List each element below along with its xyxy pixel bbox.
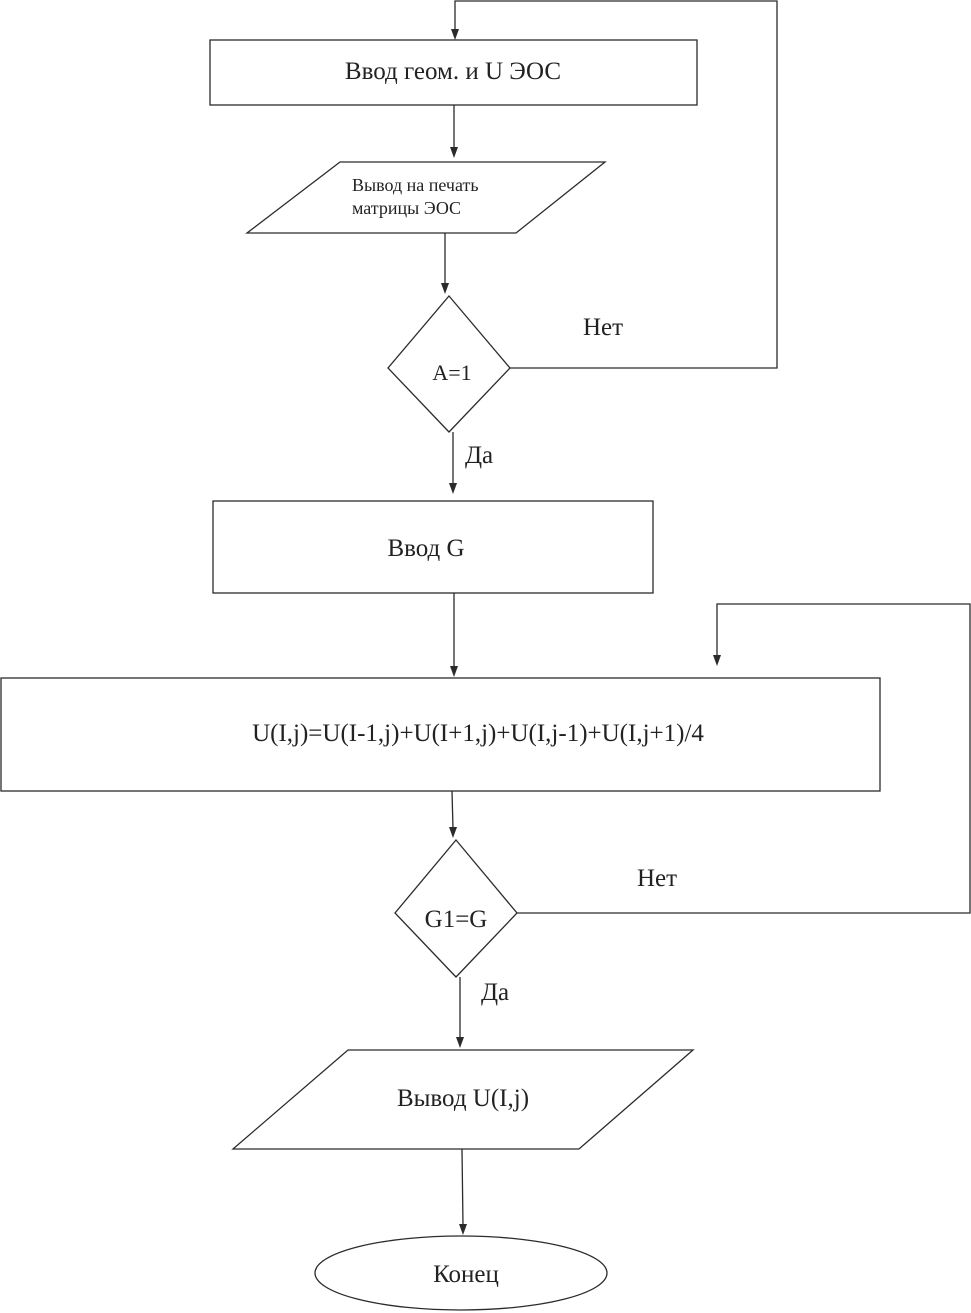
node-print-matrix: Вывод на печать матрицы ЭОС bbox=[245, 161, 607, 234]
node-label: Ввод геом. и U ЭОС bbox=[345, 58, 561, 85]
arrowhead-input-g bbox=[449, 483, 457, 494]
arrowhead-input-geom bbox=[451, 29, 459, 40]
node-label: Вывод U(I,j) bbox=[397, 1085, 529, 1112]
arrowhead-compute-u bbox=[450, 666, 458, 677]
terminator-ellipse bbox=[314, 1235, 608, 1311]
node-label: Ввод G bbox=[387, 535, 464, 562]
process-box bbox=[0, 677, 881, 792]
node-label: G1=G bbox=[425, 906, 488, 933]
edge-label-a-yes: Да bbox=[465, 442, 493, 469]
arrowhead-print-matrix bbox=[450, 147, 458, 158]
edge-compute-to-decision-g bbox=[451, 790, 454, 830]
connectors bbox=[441, 0, 971, 1235]
node-label: A=1 bbox=[432, 360, 471, 385]
arrowhead-decision-g bbox=[449, 827, 457, 838]
node-output-u: Вывод U(I,j) bbox=[231, 1049, 695, 1150]
arrowhead-end bbox=[459, 1224, 467, 1235]
edge-label-a-no: Нет bbox=[583, 314, 623, 341]
node-label-line-1: Вывод на печать bbox=[352, 175, 479, 195]
edge-g-no-loop bbox=[517, 603, 971, 914]
edge-label-g-no: Нет bbox=[637, 865, 677, 892]
node-label: Конец bbox=[433, 1261, 499, 1288]
node-decision-g: G1=G bbox=[394, 838, 518, 978]
arrowhead-output-u bbox=[456, 1037, 464, 1048]
process-box bbox=[209, 39, 698, 106]
edge-output-to-end bbox=[461, 1148, 464, 1227]
decision-diamond bbox=[387, 294, 511, 433]
decision-diamond bbox=[394, 838, 518, 978]
edge-a-no-loop bbox=[454, 0, 778, 369]
process-box bbox=[212, 500, 654, 594]
node-input-geom: Ввод геом. и U ЭОС bbox=[209, 39, 698, 106]
node-input-g: Ввод G bbox=[212, 500, 654, 594]
node-compute-u: U(I,j)=U(I-1,j)+U(I+1,j)+U(I,j-1)+U(I,j+… bbox=[0, 677, 881, 792]
edge-label-g-yes: Да bbox=[481, 979, 509, 1006]
node-label: U(I,j)=U(I-1,j)+U(I+1,j)+U(I,j-1)+U(I,j+… bbox=[252, 720, 704, 747]
io-parallelogram bbox=[245, 161, 607, 234]
node-end: Конец bbox=[314, 1235, 608, 1311]
io-parallelogram bbox=[231, 1049, 695, 1150]
node-label-line-2: матрицы ЭОС bbox=[352, 198, 461, 218]
node-decision-a: A=1 bbox=[387, 294, 511, 433]
arrowhead-decision-a bbox=[441, 283, 449, 294]
arrowhead-compute-u-loop bbox=[713, 655, 721, 666]
